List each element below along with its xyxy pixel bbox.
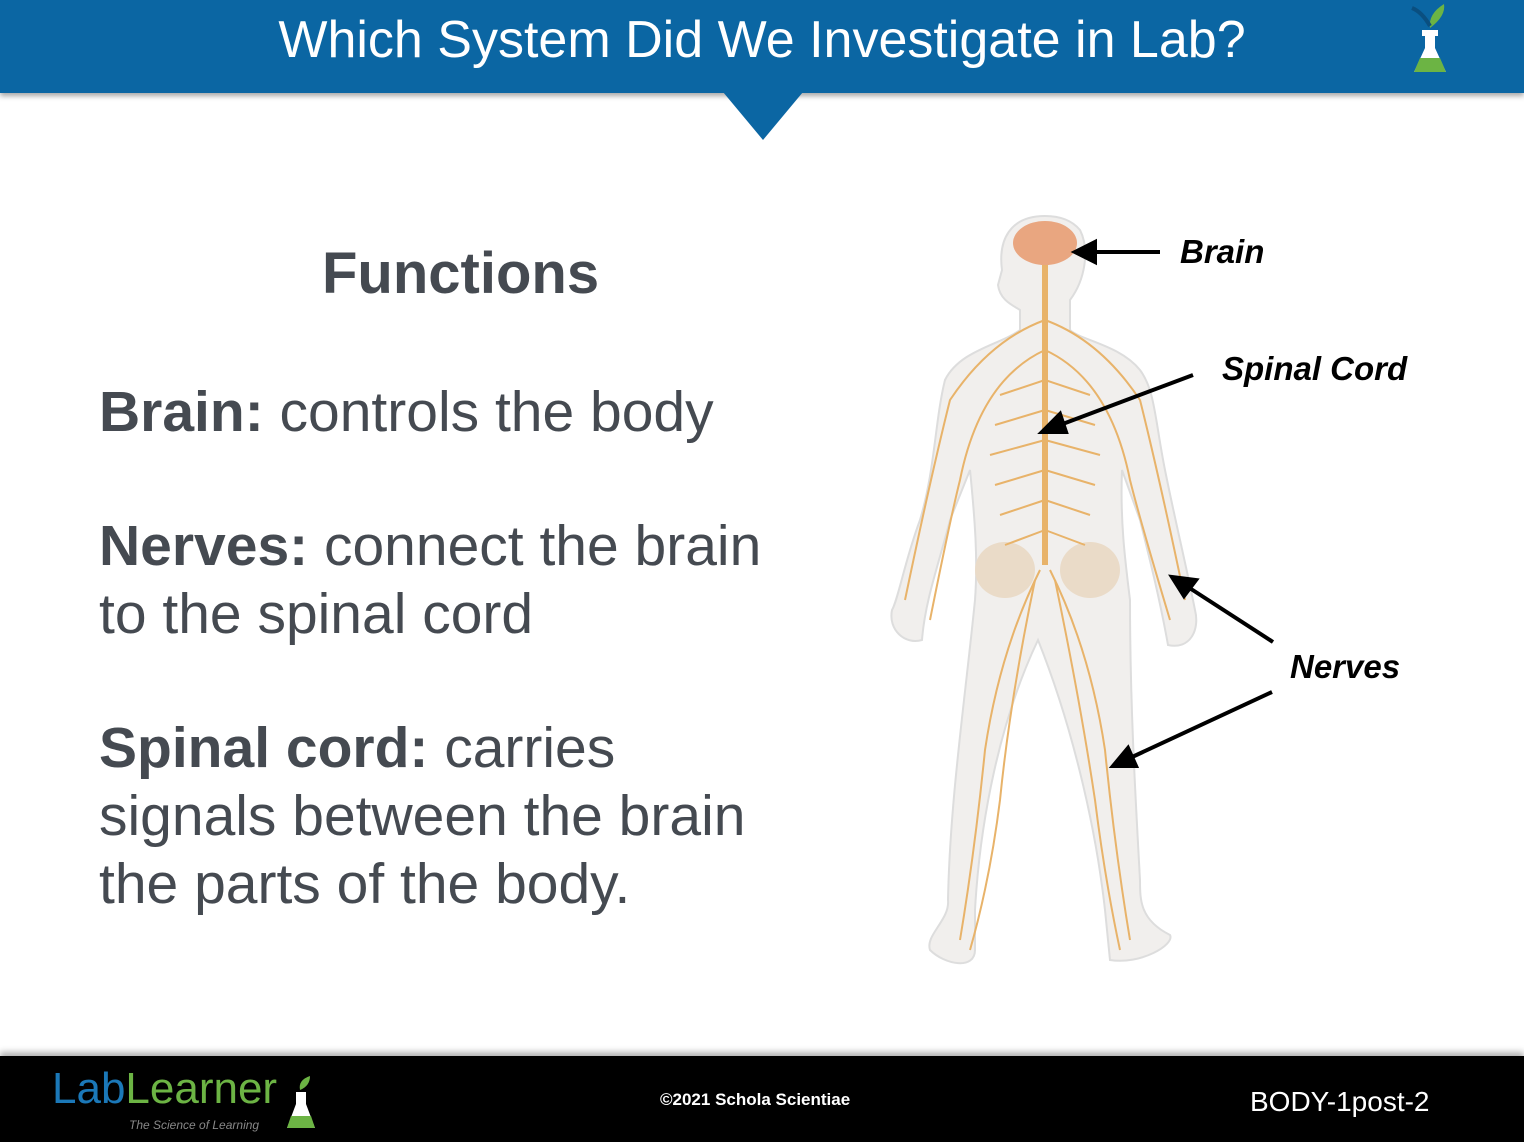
brain-function: Brain: controls the body	[99, 378, 714, 446]
slide-code: BODY-1post-2	[1250, 1086, 1430, 1117]
desc: controls the body	[263, 380, 714, 444]
nervous-system-diagram	[890, 214, 1275, 965]
copyright: ©2021 Schola Scientiae	[660, 1090, 851, 1109]
desc: to the spinal cord	[99, 582, 534, 646]
label-brain: Brain	[1180, 233, 1265, 270]
logo-tagline: The Science of Learning	[129, 1118, 260, 1132]
logo-lab: Lab	[52, 1064, 126, 1113]
header-bar: Which System Did We Investigate in Lab?	[0, 0, 1524, 93]
flask-icon	[1411, 4, 1446, 72]
lablearner-logo: LabLearner	[52, 1066, 277, 1112]
desc: signals between the brain	[99, 784, 746, 848]
desc: the parts of the body.	[99, 852, 631, 916]
term: Nerves:	[99, 514, 309, 578]
label-nerves: Nerves	[1290, 648, 1401, 685]
term: Brain:	[99, 380, 264, 444]
desc: carries	[428, 716, 616, 780]
footer-bar: LabLearner The Science of Learning ©2021…	[0, 1056, 1524, 1142]
label-spinal-cord: Spinal Cord	[1222, 350, 1408, 387]
term: Spinal cord:	[99, 716, 429, 780]
slide-title: Which System Did We Investigate in Lab?	[278, 11, 1246, 69]
functions-heading: Functions	[322, 241, 600, 306]
arrows	[1037, 238, 1275, 768]
nerves	[904, 319, 1186, 951]
header-pointer	[723, 92, 803, 140]
brain	[1013, 221, 1077, 265]
flask-icon	[287, 1076, 315, 1128]
logo-learner: Learner	[125, 1064, 278, 1113]
desc: connect the brain	[308, 514, 762, 578]
